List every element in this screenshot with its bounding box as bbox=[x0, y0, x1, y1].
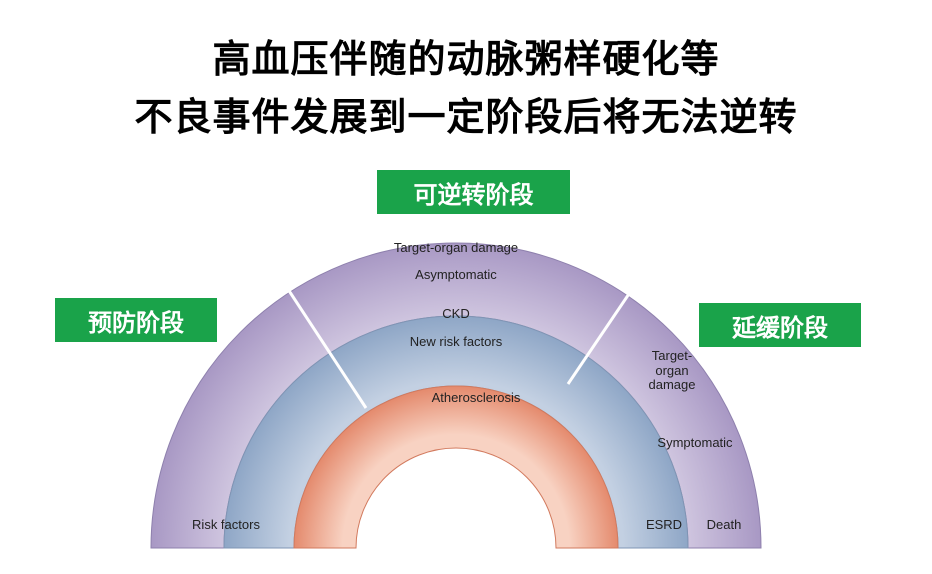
symptomatic-label: Symptomatic bbox=[657, 435, 733, 450]
new-risk-factors-label: New risk factors bbox=[410, 334, 503, 349]
ckd-label: CKD bbox=[442, 306, 469, 321]
divider-left bbox=[278, 276, 368, 409]
outer-top-label-1: Target-organ damage bbox=[394, 240, 518, 255]
delay-stage-badge: 延缓阶段 bbox=[699, 303, 861, 347]
target-organ-label-2: organ bbox=[655, 363, 688, 378]
risk-factors-label: Risk factors bbox=[192, 517, 260, 532]
inner-ring bbox=[293, 385, 619, 549]
reversible-stage-badge: 可逆转阶段 bbox=[377, 170, 570, 214]
atherosclerosis-label: Atherosclerosis bbox=[432, 390, 521, 405]
title-line-1: 高血压伴随的动脉粥样硬化等 bbox=[212, 37, 720, 81]
outer-top-label-2: Asymptomatic bbox=[415, 267, 497, 282]
title-line-2: 不良事件发展到一定阶段后将无法逆转 bbox=[134, 95, 798, 139]
death-label: Death bbox=[707, 517, 742, 532]
prevention-stage-badge: 预防阶段 bbox=[55, 298, 217, 342]
esrd-label: ESRD bbox=[646, 517, 682, 532]
target-organ-label-1: Target- bbox=[652, 348, 692, 363]
divider-right bbox=[566, 281, 639, 385]
target-organ-label-3: damage bbox=[649, 377, 696, 392]
